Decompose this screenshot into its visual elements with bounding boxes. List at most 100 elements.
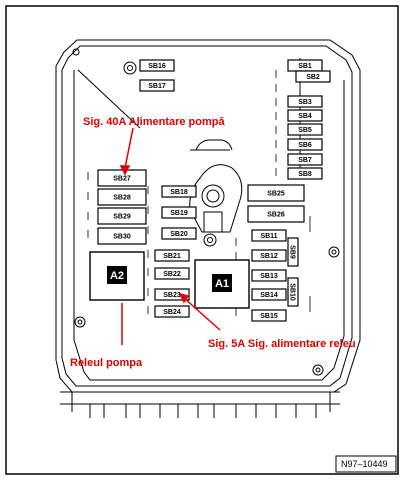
- fuse-sb18: SB18: [161, 185, 197, 198]
- fuse-body: [287, 153, 323, 166]
- fuse-label: SB6: [298, 142, 312, 149]
- fuse-sb30: SB30: [97, 227, 147, 245]
- relay-a1: A1: [194, 259, 250, 309]
- fuse-label: SB18: [170, 189, 188, 196]
- relay-label: A2: [110, 270, 124, 282]
- fuse-label: SB21: [163, 253, 181, 260]
- fuse-label: SB29: [113, 214, 131, 221]
- fuse-label: SB20: [170, 231, 188, 238]
- fuse-sb4: SB4: [287, 109, 323, 122]
- annotation-arrows: [119, 127, 221, 345]
- fuse-sb19: SB19: [161, 206, 197, 219]
- fuse-sb5: SB5: [287, 123, 323, 136]
- fuse-label: SB13: [260, 273, 278, 280]
- fuse-body: [251, 288, 287, 301]
- fuse-body: [161, 206, 197, 219]
- fuse-label: SB8: [298, 171, 312, 178]
- fuse-label: SB25: [267, 191, 285, 198]
- fuse-sb14: SB14: [251, 288, 287, 301]
- relay-label-box: [107, 266, 127, 284]
- fuse-body: [97, 207, 147, 225]
- fuse-sb28: SB28: [97, 188, 147, 206]
- fuse-label: SB2: [306, 74, 320, 81]
- fuse-label: SB17: [148, 83, 166, 90]
- fuse-body: [154, 305, 190, 318]
- outer-frame: [5, 5, 399, 475]
- fuse-label: SB14: [260, 292, 278, 299]
- fuse-sb27: SB27: [97, 169, 147, 187]
- fuse-sb2: SB2: [295, 70, 331, 83]
- fuse-body: [251, 269, 287, 282]
- fuse-sb16: SB16: [139, 59, 175, 72]
- fuse-body: [287, 123, 323, 136]
- arrow-head-sig5a: [178, 292, 190, 304]
- fuse-body: [97, 169, 147, 187]
- annotation-sig40a: Sig. 40A Alimentare pompă: [83, 116, 225, 128]
- fuse-label: SB10: [289, 283, 296, 301]
- relay-layer: A2 A1: [89, 251, 250, 309]
- fuse-label: SB23: [163, 292, 181, 299]
- fuse-sb17: SB17: [139, 79, 175, 92]
- fuse-body: [251, 249, 287, 262]
- fuse-body: [161, 227, 197, 240]
- fuse-label: SB4: [298, 113, 312, 120]
- reference-box: [335, 455, 397, 473]
- fuse-body: [287, 138, 323, 151]
- fuse-label: SB27: [113, 176, 131, 183]
- arrow-head-sig40a: [119, 165, 131, 176]
- fuse-body: [287, 237, 299, 267]
- fuse-body: [247, 184, 305, 202]
- fuse-body: [97, 188, 147, 206]
- reference-number: N97–10449: [341, 459, 388, 469]
- fuse-sb23: SB23: [154, 288, 190, 301]
- fuse-label: SB19: [170, 210, 188, 217]
- arrow-line-sig40a: [124, 127, 134, 169]
- fuse-sb8: SB8: [287, 167, 323, 180]
- fuse-body: [287, 109, 323, 122]
- fuse-label: SB11: [260, 233, 277, 240]
- fuse-sb15: SB15: [251, 309, 287, 322]
- fuse-sb22: SB22: [154, 267, 190, 280]
- fuse-sb13: SB13: [251, 269, 287, 282]
- fuse-label: SB26: [267, 212, 285, 219]
- relay-a2: A2: [89, 251, 145, 301]
- fuse-sb29: SB29: [97, 207, 147, 225]
- annotation-sig5a: Sig. 5A Sig. alimentare releu: [208, 338, 356, 350]
- fuse-sb1: SB1: [287, 59, 323, 72]
- fuse-body: [251, 309, 287, 322]
- fuse-label: SB24: [163, 309, 181, 316]
- fuse-label: SB7: [298, 157, 312, 164]
- fuse-body: [139, 59, 175, 72]
- fuse-sb3: SB3: [287, 95, 323, 108]
- fuse-body: [287, 95, 323, 108]
- fuse-body: [161, 185, 197, 198]
- fuse-label: SB5: [298, 127, 312, 134]
- fuse-body: [251, 229, 287, 242]
- fuse-label: SB28: [113, 195, 131, 202]
- fuse-sb12: SB12: [251, 249, 287, 262]
- fuse-body: [97, 227, 147, 245]
- fuse-body: [287, 167, 323, 180]
- central-mounting-post: [189, 139, 243, 233]
- fuse-sb11: SB11: [251, 229, 287, 242]
- fuse-label: SB9: [289, 245, 296, 259]
- fuse-sb9: SB9: [287, 237, 299, 267]
- fuse-sb26: SB26: [247, 205, 305, 223]
- fuse-body: [139, 79, 175, 92]
- fuse-body: [295, 70, 331, 83]
- fuse-sb6: SB6: [287, 138, 323, 151]
- arrow-line-sig5a: [183, 297, 221, 331]
- fuse-body: [154, 249, 190, 262]
- fuse-label: SB12: [260, 253, 278, 260]
- fuse-label: SB22: [163, 271, 181, 278]
- fuse-label: SB3: [298, 99, 312, 106]
- fuse-sb25: SB25: [247, 184, 305, 202]
- fuse-body: [154, 267, 190, 280]
- fuse-sb21: SB21: [154, 249, 190, 262]
- fuse-body: [154, 288, 190, 301]
- fuse-sb7: SB7: [287, 153, 323, 166]
- fuse-label: SB30: [113, 234, 131, 241]
- fuse-sb10: SB10: [287, 277, 299, 307]
